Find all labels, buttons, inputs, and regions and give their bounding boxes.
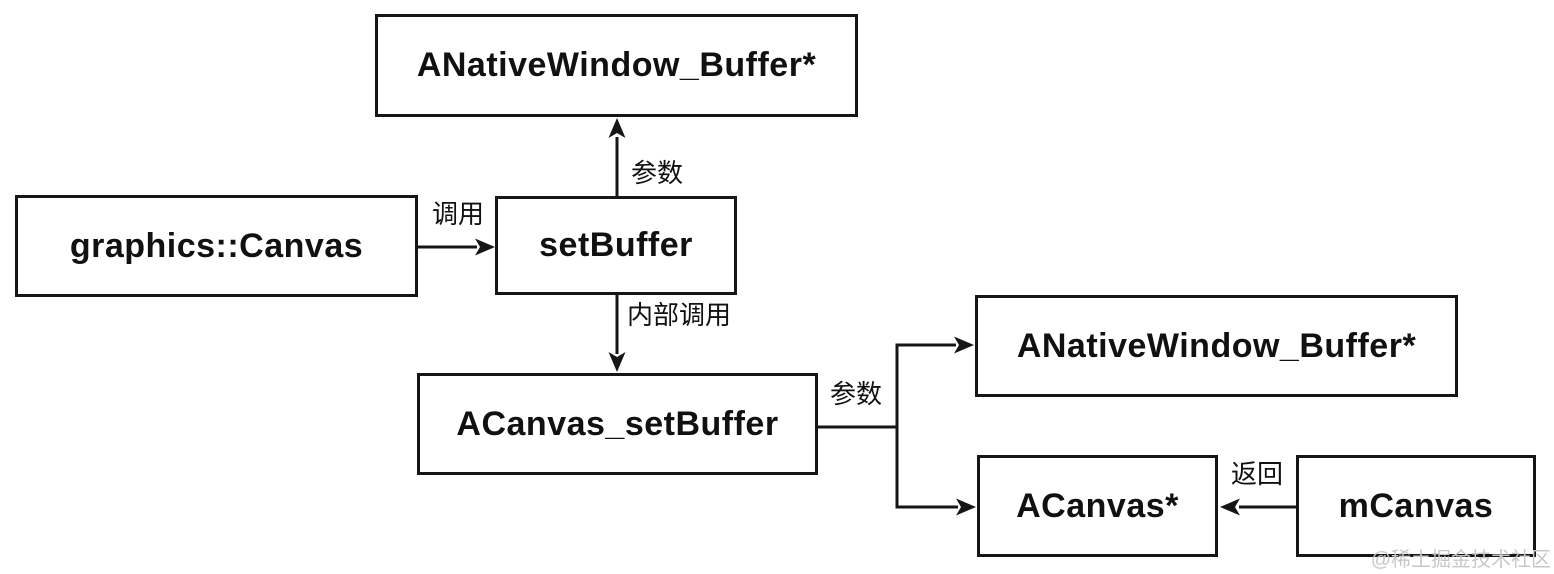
node-label: ACanvas_setBuffer xyxy=(456,404,779,443)
watermark-text: @稀土掘金技术社区 xyxy=(1370,549,1551,571)
arrow-return xyxy=(1220,498,1296,516)
node-acanvas-set-buffer: ACanvas_setBuffer xyxy=(417,373,818,475)
node-label: ACanvas* xyxy=(1016,486,1179,525)
node-acanvas-pointer: ACanvas* xyxy=(977,455,1218,557)
node-label: mCanvas xyxy=(1338,486,1494,525)
node-anativewindow-buffer-top: ANativeWindow_Buffer* xyxy=(375,14,858,117)
node-label: ANativeWindow_Buffer* xyxy=(1016,326,1417,365)
edge-label-call: 调用 xyxy=(431,199,484,229)
node-label: setBuffer xyxy=(539,226,693,264)
node-label: ANativeWindow_Buffer* xyxy=(416,46,817,84)
edge-label-param-top: 参数 xyxy=(631,158,684,188)
edge-label-return: 返回 xyxy=(1230,459,1283,489)
node-set-buffer: setBuffer xyxy=(495,196,737,295)
node-label: graphics::Canvas xyxy=(69,226,364,265)
node-graphics-canvas: graphics::Canvas xyxy=(15,195,418,297)
edge-label-param-right: 参数 xyxy=(830,379,883,409)
arrow-call xyxy=(418,238,495,256)
node-anativewindow-buffer-right: ANativeWindow_Buffer* xyxy=(975,295,1458,397)
arrow-param-top xyxy=(608,118,626,196)
edge-label-internal-call: 内部调用 xyxy=(627,300,732,330)
node-m-canvas: mCanvas xyxy=(1296,455,1536,557)
arrow-internal-call xyxy=(608,295,626,372)
arrow-param-branch xyxy=(818,336,976,516)
